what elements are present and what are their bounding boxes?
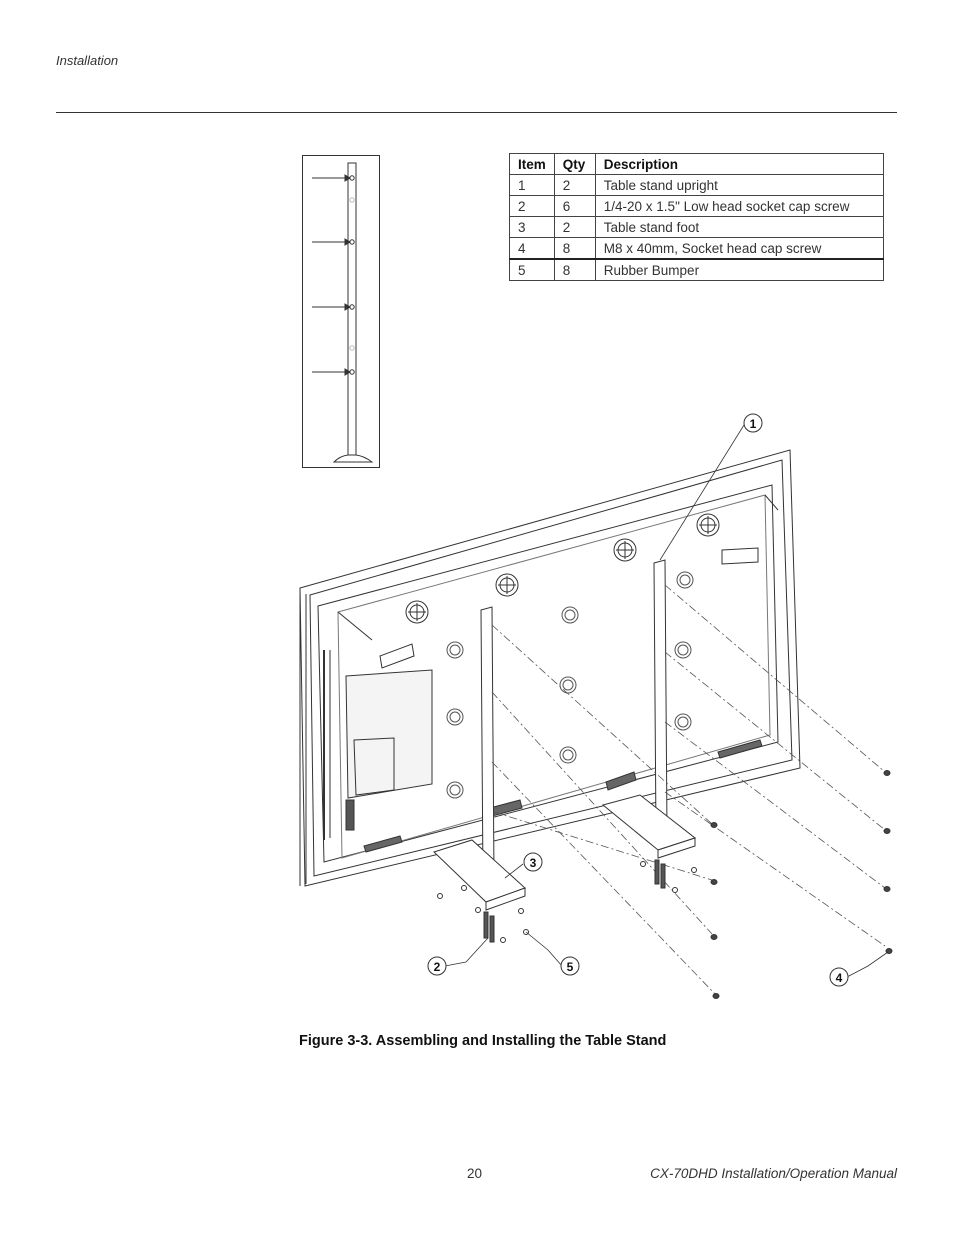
table-header-row: Item Qty Description bbox=[509, 153, 885, 175]
handle-icon bbox=[363, 547, 763, 853]
cell-description: Table stand foot bbox=[594, 216, 885, 238]
callout-label: 3 bbox=[530, 856, 537, 870]
column-header-item: Item bbox=[509, 153, 555, 175]
figure-caption: Figure 3-3. Assembling and Installing th… bbox=[299, 1033, 667, 1049]
callout-label: 1 bbox=[750, 417, 757, 431]
table-row: 2 6 1/4-20 x 1.5" Low head socket cap sc… bbox=[509, 195, 885, 217]
fan-icon bbox=[405, 513, 720, 624]
callout-label: 2 bbox=[434, 960, 441, 974]
screw-icon bbox=[483, 859, 666, 943]
cell-description: M8 x 40mm, Socket head cap screw bbox=[594, 237, 885, 260]
upright-detail-inset bbox=[302, 155, 380, 468]
header-rule bbox=[56, 112, 897, 113]
cell-description: Table stand upright bbox=[594, 174, 885, 196]
mount-hole-icon bbox=[446, 571, 694, 799]
page-number: 20 bbox=[467, 1166, 483, 1181]
display-back-panel bbox=[299, 449, 801, 887]
stand-upright bbox=[480, 559, 668, 881]
table-row: 5 8 Rubber Bumper bbox=[509, 258, 885, 281]
callout-label: 4 bbox=[836, 971, 843, 985]
callout-marker: 1 3 2 5 4 bbox=[427, 413, 849, 987]
manual-title: CX-70DHD Installation/Operation Manual bbox=[650, 1166, 897, 1181]
cell-description: Rubber Bumper bbox=[594, 258, 885, 281]
assembly-guide-lines bbox=[491, 584, 886, 995]
table-row: 3 2 Table stand foot bbox=[509, 216, 885, 238]
section-header: Installation bbox=[56, 53, 119, 68]
table-row: 1 2 Table stand upright bbox=[509, 174, 885, 196]
parts-table: Item Qty Description 1 2 Table stand upr… bbox=[509, 153, 885, 281]
callout-label: 5 bbox=[567, 960, 574, 974]
stand-foot bbox=[433, 794, 697, 911]
screw-icon bbox=[710, 770, 893, 999]
arrow-icon bbox=[312, 174, 351, 376]
cell-description: 1/4-20 x 1.5" Low head socket cap screw bbox=[594, 195, 885, 217]
bumper-icon bbox=[437, 861, 697, 943]
column-header-qty: Qty bbox=[553, 153, 596, 175]
cell-qty: 2 bbox=[553, 216, 596, 238]
table-row: 4 8 M8 x 40mm, Socket head cap screw bbox=[509, 237, 885, 260]
callout-leaders bbox=[444, 424, 889, 978]
